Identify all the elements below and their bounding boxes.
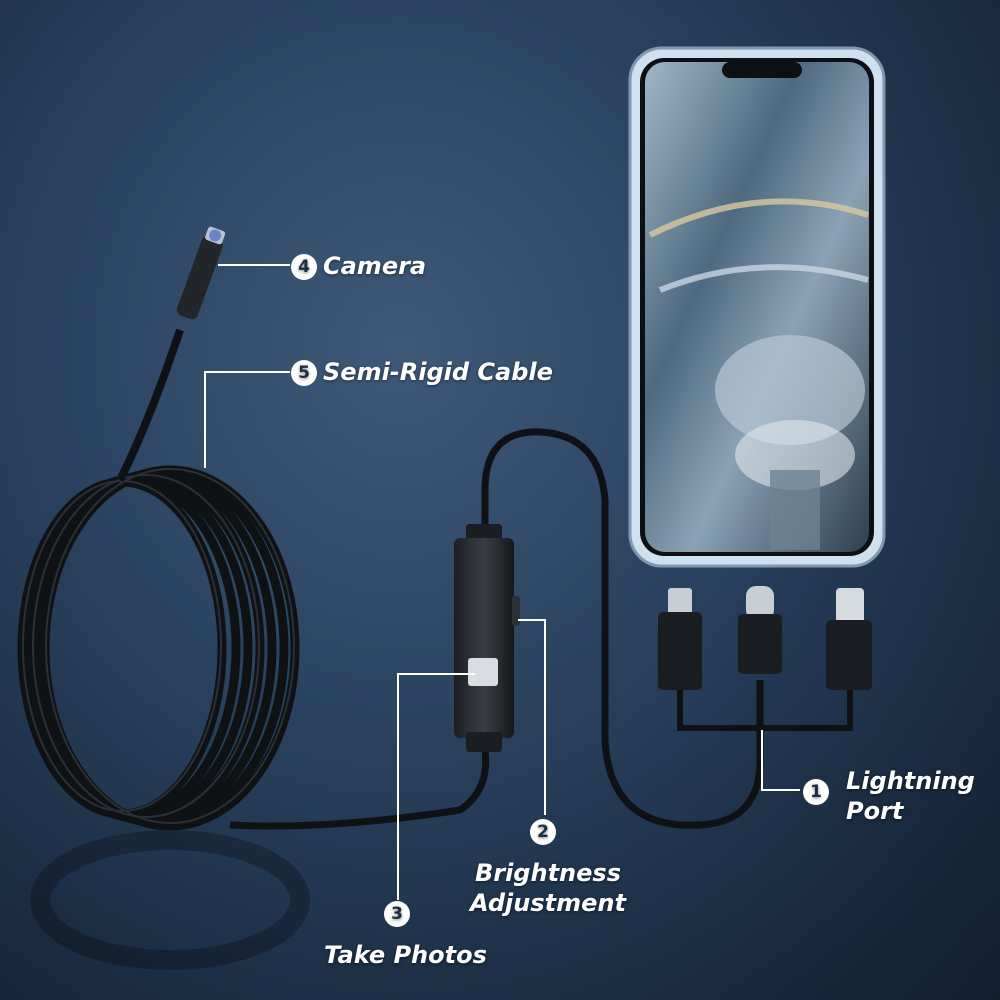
smartphone [628, 46, 886, 568]
main-cable [229, 428, 764, 830]
usb-c-tip [746, 586, 774, 620]
control-box [454, 524, 520, 752]
label-brightness-number: 2 [530, 816, 562, 846]
lightning-tip [836, 588, 864, 624]
cable-to-camera [116, 328, 184, 482]
label-text: Semi-Rigid Cable [323, 358, 553, 386]
leader-lines [204, 264, 800, 900]
floor-reflection [30, 830, 310, 970]
label-lightning-port: Lightning Port [846, 766, 975, 826]
micro-usb-tip [668, 588, 692, 616]
number-badge: 3 [384, 901, 410, 927]
coil-highlights [22, 468, 295, 824]
usb-connectors [658, 586, 872, 731]
label-brightness-adjustment: Brightness Adjustment [470, 858, 626, 918]
coiled-cable [17, 465, 300, 831]
photo-button [468, 658, 498, 686]
number-badge: 1 [803, 779, 829, 805]
camera-probe [176, 226, 226, 320]
brightness-wheel [512, 596, 520, 626]
phone-notch [722, 62, 802, 78]
label-text-line1: Brightness [474, 859, 621, 887]
label-photos-number: 3 [384, 898, 416, 928]
gear-image [648, 198, 869, 293]
number-badge: 4 [291, 254, 317, 280]
label-text-line2: Adjustment [470, 889, 626, 917]
label-take-photos: Take Photos [324, 940, 487, 970]
label-text-line1: Lightning [846, 767, 975, 795]
label-text: Take Photos [324, 941, 487, 969]
label-text: Camera [323, 252, 427, 280]
number-badge: 2 [530, 819, 556, 845]
label-text-line2: Port [846, 797, 904, 825]
number-badge: 5 [291, 360, 317, 386]
label-lightning-number: 1 [803, 776, 835, 806]
